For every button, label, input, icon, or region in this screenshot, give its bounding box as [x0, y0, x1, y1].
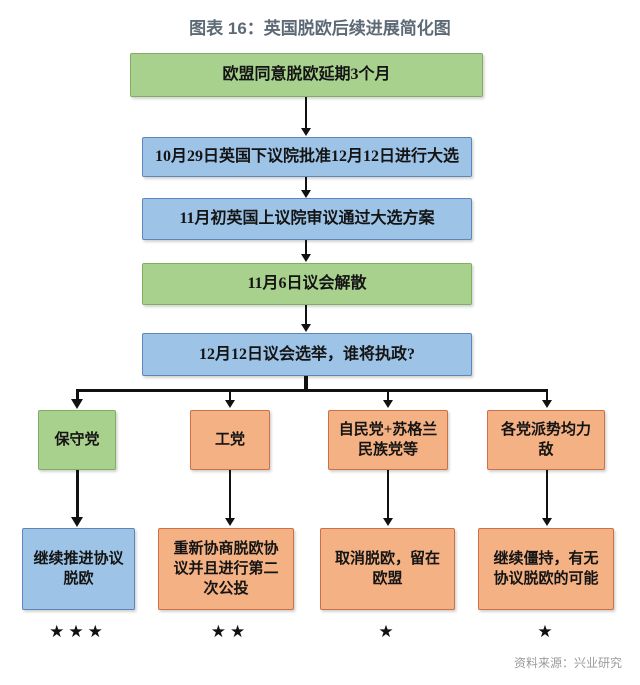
arrow-down-icon: [305, 240, 307, 255]
connector-stub: [304, 376, 308, 391]
arrow-down-icon: [387, 470, 389, 519]
outcome-node-proceed-deal: 继续推进协议脱欧: [22, 528, 135, 610]
chart-title: 图表 16：英国脱欧后续进展简化图: [189, 19, 451, 38]
arrow-down-icon: [229, 470, 231, 519]
party-node-conservative: 保守党: [38, 410, 116, 470]
party-node-hung-parliament: 各党派势均力敌: [487, 410, 605, 470]
data-source-note: 资料来源：兴业研究: [513, 656, 622, 670]
arrow-down-icon: [75, 470, 79, 518]
flow-node-election: 12月12日议会选举，谁将执政?: [142, 333, 472, 376]
outcome-node-cancel-brexit: 取消脱欧，留在欧盟: [320, 528, 455, 610]
arrow-down-icon: [75, 389, 79, 400]
star-rating: ★: [537, 622, 557, 642]
flow-node-lords-review: 11月初英国上议院审议通过大选方案: [142, 198, 472, 240]
outcome-node-renegotiate-referendum: 重新协商脱欧协议并且进行第二次公投: [158, 528, 294, 610]
party-node-labour: 工党: [190, 410, 270, 470]
arrow-down-icon: [545, 470, 548, 519]
arrow-down-icon: [229, 389, 231, 401]
connector-horizontal-line: [76, 389, 548, 392]
flow-node-parliament-dissolve: 11月6日议会解散: [142, 263, 472, 305]
arrow-down-icon: [305, 305, 307, 325]
arrow-down-icon: [545, 389, 548, 401]
arrow-down-icon: [387, 389, 389, 401]
party-node-libdem-snp: 自民党+苏格兰民族党等: [328, 410, 448, 470]
arrow-down-icon: [305, 177, 307, 191]
flow-node-commons-approval: 10月29日英国下议院批准12月12日进行大选: [142, 137, 472, 177]
flow-node-eu-extension: 欧盟同意脱欧延期3个月: [130, 53, 483, 97]
star-rating: ★: [378, 622, 398, 642]
star-rating: ★★★: [49, 622, 107, 642]
arrow-down-icon: [305, 97, 307, 129]
outcome-node-stalemate: 继续僵持，有无协议脱欧的可能: [478, 528, 614, 610]
star-rating: ★★: [210, 622, 250, 642]
